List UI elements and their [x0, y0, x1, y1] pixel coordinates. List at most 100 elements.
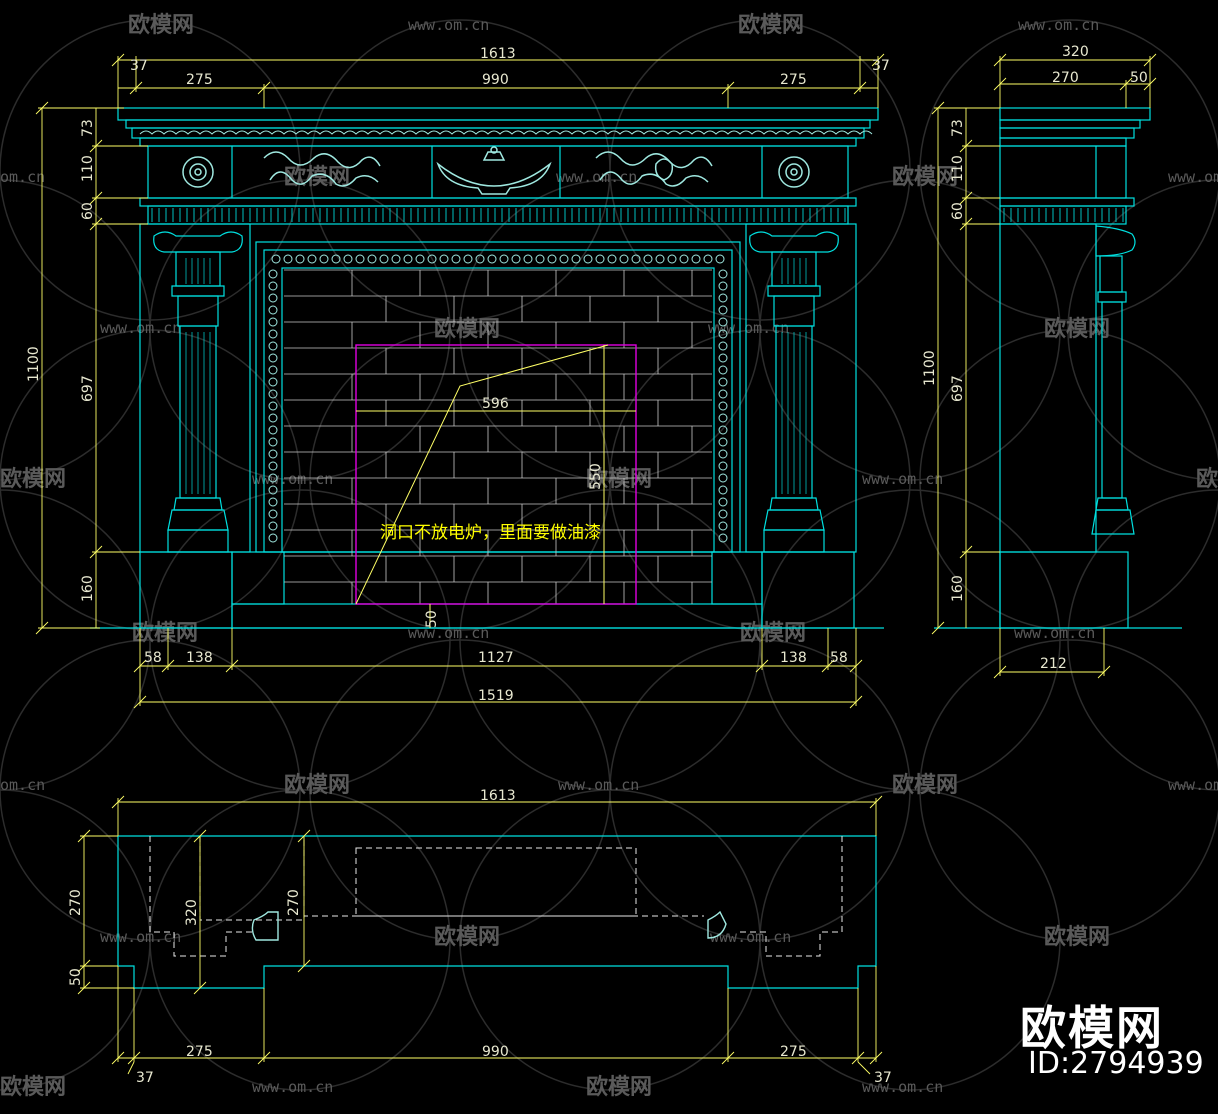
carving-motif: [268, 437, 278, 447]
carving-motif: [655, 254, 665, 264]
carving-motif: [463, 254, 473, 264]
dim-side-160: 160: [950, 575, 966, 602]
watermark-url: www.om.cn: [1168, 776, 1218, 794]
dim-front-275-left: 275: [186, 72, 213, 88]
watermark-brand: 欧模网: [0, 466, 66, 492]
carving-motif: [403, 254, 413, 264]
urn-icon: [436, 161, 552, 195]
carving-motif: [307, 254, 317, 264]
watermark-brand: 欧模网: [284, 772, 350, 798]
carving-motif: [427, 254, 437, 264]
dimension-lines: [35, 53, 1157, 1075]
dentil-band: [151, 208, 846, 222]
carving-motif: [415, 254, 425, 264]
dim-side-60: 60: [950, 202, 966, 220]
carving-motif: [718, 521, 728, 531]
model-id: ID:2794939: [1028, 1046, 1204, 1081]
carving-motif: [718, 389, 728, 399]
carving-motif: [268, 377, 278, 387]
watermark-brand: 欧模网: [738, 12, 804, 38]
carving-motif: [499, 254, 509, 264]
rosette-icon: [778, 156, 810, 188]
dim-plan-50: 50: [68, 968, 84, 986]
carving-motif: [268, 341, 278, 351]
dim-front-110: 110: [80, 155, 96, 182]
watermark-brand: 欧模网: [128, 12, 194, 38]
carving-motif: [268, 293, 278, 303]
opening-break-line: [355, 344, 636, 628]
front-left-dimensions: 73 110 60 697 160 1100: [26, 119, 96, 602]
dim-front-top-37-right: 37: [872, 58, 890, 74]
dim-plan-275-right: 275: [780, 1044, 807, 1060]
carving-motif: [571, 254, 581, 264]
carving-motif: [691, 254, 701, 264]
carving-motif: [718, 269, 728, 279]
dim-front-top-37-left: 37: [130, 58, 148, 74]
carving-motif: [268, 353, 278, 363]
frieze-ornaments: [182, 146, 810, 195]
carving-motif: [718, 449, 728, 459]
carving-motif: [523, 254, 533, 264]
carving-motif: [355, 254, 365, 264]
dim-front-160: 160: [80, 575, 96, 602]
carving-motif: [718, 401, 728, 411]
carving-motif: [268, 281, 278, 291]
side-elevation: [934, 107, 1182, 629]
carving-motif: [718, 353, 728, 363]
carving-motif: [511, 254, 521, 264]
garland-icon: [263, 151, 381, 169]
dim-front-58-right: 58: [830, 650, 848, 666]
carving-motif: [547, 254, 557, 264]
carving-motif: [343, 254, 353, 264]
carving-motif: [718, 365, 728, 375]
carving-motif: [718, 317, 728, 327]
dim-front-58-left: 58: [144, 650, 162, 666]
carving-motif: [268, 473, 278, 483]
watermark-url: www.om.cn: [708, 319, 789, 337]
carving-motif: [619, 254, 629, 264]
side-dentil-band: [1003, 208, 1124, 222]
carving-motif: [268, 461, 278, 471]
carving-motif: [439, 254, 449, 264]
carving-motif: [631, 254, 641, 264]
carving-motif: [268, 365, 278, 375]
dim-front-138-left: 138: [186, 650, 213, 666]
carving-motif: [475, 254, 485, 264]
side-dimensions: 320 270 50 73 110 60 697 160 1100 212: [922, 44, 1148, 672]
dim-side-212: 212: [1040, 656, 1067, 672]
garland-icon: [595, 151, 713, 169]
carving-motif: [718, 473, 728, 483]
carving-motif: [718, 305, 728, 315]
carving-motif: [331, 254, 341, 264]
watermark-brand: 欧模网: [1196, 466, 1218, 492]
dim-front-990: 990: [482, 72, 509, 88]
watermark-url: om.cn: [0, 168, 45, 186]
carving-motif: [595, 254, 605, 264]
carving-motif: [718, 329, 728, 339]
dim-front-138-right: 138: [780, 650, 807, 666]
dim-front-1127: 1127: [478, 650, 514, 666]
carving-motif: [718, 509, 728, 519]
carving-motif: [268, 533, 278, 543]
dim-plan-320: 320: [184, 899, 200, 926]
carving-motif: [718, 461, 728, 471]
carving-motif: [535, 254, 545, 264]
front-bottom-dimensions: 58 138 1127 138 58 1519: [144, 650, 848, 704]
carving-motif: [268, 485, 278, 495]
dim-hearth-50: 50: [424, 610, 440, 628]
shield-icon: [654, 158, 674, 181]
carving-motif: [391, 254, 401, 264]
carving-motif: [718, 293, 728, 303]
dim-plan-270: 270: [68, 889, 84, 916]
watermark-brand: 欧模网: [1044, 316, 1110, 342]
carving-motif: [667, 254, 677, 264]
watermark-url: www.om.cn: [1018, 16, 1099, 34]
carving-motif: [268, 389, 278, 399]
watermark-url: www.om.cn: [408, 16, 489, 34]
surround-carving: [268, 254, 728, 543]
watermarks: 欧模网 www.om.cn 欧模网 www.om.cn om.cn 欧模网 ww…: [0, 12, 1218, 1100]
dim-plan-270-inner: 270: [286, 889, 302, 916]
front-elevation: [90, 107, 884, 629]
plan-corner-details: [251, 910, 727, 941]
